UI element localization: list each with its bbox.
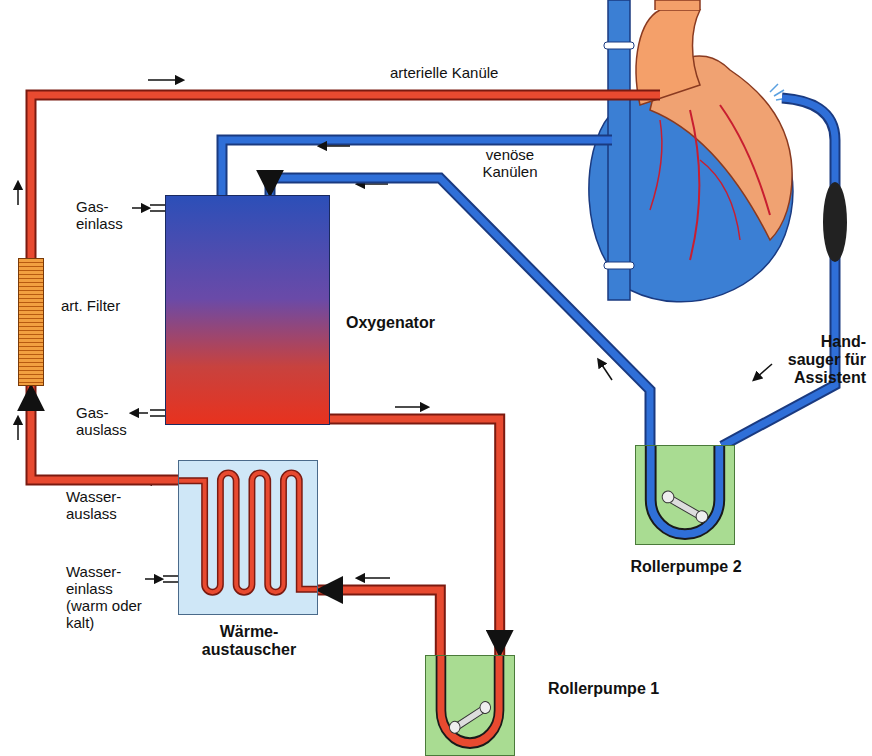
roller-pump xyxy=(636,446,734,544)
label: Wasser- einlass (warm oder kalt) xyxy=(66,563,144,631)
node-label: art. Filter xyxy=(61,297,121,314)
tube-connector xyxy=(318,590,440,655)
node-label: Rollerpumpe 2 xyxy=(606,558,766,576)
sucker-bulb xyxy=(823,182,847,262)
label: Wasser- auslass xyxy=(66,488,142,522)
node-label: Oxygenator xyxy=(346,314,476,332)
tube-connector xyxy=(31,386,178,480)
label: venöse Kanülen xyxy=(470,146,550,180)
label: Gas- einlass xyxy=(76,198,128,232)
heart xyxy=(589,0,793,302)
flow-arrows xyxy=(18,80,772,579)
pump-box: Rollerpumpe 1 xyxy=(425,655,515,756)
oxygenator-box: Oxygenator xyxy=(165,195,330,425)
node-label: Rollerpumpe 1 xyxy=(548,680,659,698)
coil xyxy=(179,461,317,614)
tube-connector xyxy=(330,419,500,655)
filter-box: art. Filter xyxy=(18,258,44,386)
node-label: Wärme- austauscher xyxy=(179,623,319,659)
roller-pump xyxy=(426,656,514,755)
pump-box: Rollerpumpe 2 xyxy=(635,445,735,545)
heat-exchanger-box: Wärme- austauscher xyxy=(178,460,318,615)
label: Gas- auslass xyxy=(76,404,128,438)
label: Hand- sauger für Assistent xyxy=(770,333,866,387)
label: arterielle Kanüle xyxy=(390,64,498,81)
